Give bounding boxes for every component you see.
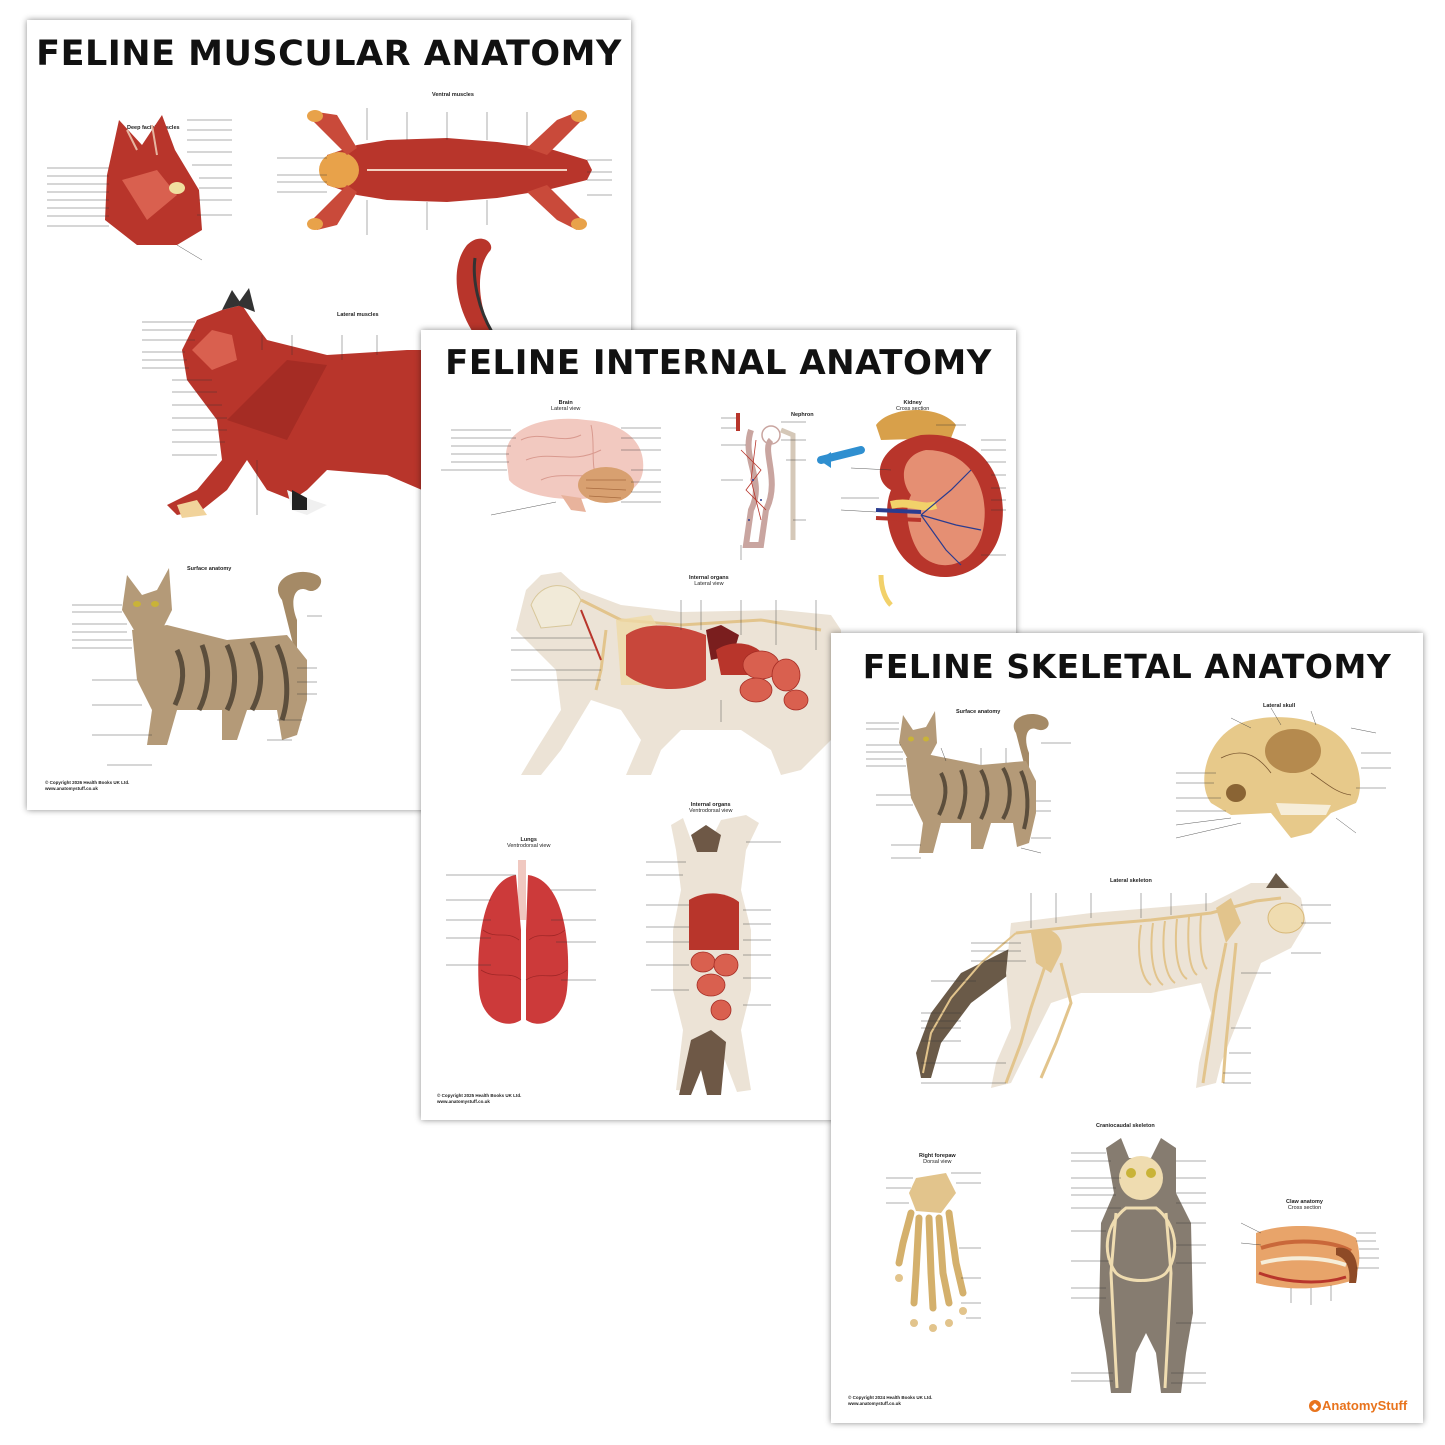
logo-mark-icon: ◆ bbox=[1309, 1400, 1321, 1412]
organs-ventro-sublabel: Ventrodorsal view bbox=[689, 808, 733, 814]
kidney-label: Kidney bbox=[903, 400, 922, 406]
organs-lateral-sublabel: Lateral view bbox=[694, 581, 724, 587]
forepaw-label: Right forepaw bbox=[919, 1153, 956, 1159]
copyright-block: © Copyright 2025 Health Books UK Ltd. ww… bbox=[437, 1093, 521, 1105]
copyright-text: © Copyright 2025 Health Books UK Ltd. bbox=[437, 1093, 522, 1098]
website-text: www.anatomystuff.co.uk bbox=[848, 1401, 901, 1406]
surface-anatomy-cat-illustration bbox=[866, 711, 1071, 859]
lungs-label: Lungs bbox=[520, 837, 537, 843]
claw-label: Claw anatomy bbox=[1286, 1199, 1323, 1205]
section-label-lateral-skull: Lateral skull bbox=[1263, 703, 1296, 709]
poster-title: FELINE INTERNAL ANATOMY bbox=[445, 343, 992, 383]
surface-anatomy-cat-illustration bbox=[72, 568, 322, 766]
section-label-forepaw: Right forepaw Dorsal view bbox=[919, 1153, 956, 1165]
lungs-illustration bbox=[446, 860, 596, 1024]
section-label-surface: Surface anatomy bbox=[956, 709, 1001, 715]
brain-label: Brain bbox=[558, 400, 573, 406]
anatomystuff-logo: ◆AnatomyStuff bbox=[1309, 1398, 1407, 1413]
nephron-illustration bbox=[721, 413, 806, 560]
copyright-text: © Copyright 2026 Health Books UK Ltd. bbox=[45, 780, 130, 785]
section-label-brain: Brain Lateral view bbox=[551, 400, 580, 412]
website-text: www.anatomystuff.co.uk bbox=[437, 1099, 490, 1104]
craniocaudal-skeleton-illustration bbox=[1071, 1138, 1206, 1393]
copyright-block: © Copyright 2026 Health Books UK Ltd. ww… bbox=[45, 780, 129, 792]
internal-organs-ventrodorsal-illustration bbox=[646, 815, 781, 1095]
copyright-text: © Copyright 2024 Health Books UK Ltd. bbox=[848, 1395, 933, 1400]
organs-ventro-label: Internal organs bbox=[690, 802, 731, 808]
forepaw-bones-illustration bbox=[886, 1172, 981, 1332]
brain-sublabel: Lateral view bbox=[551, 406, 581, 412]
section-label-nephron: Nephron bbox=[791, 412, 814, 418]
ventral-muscles-illustration bbox=[277, 108, 612, 235]
poster-skeletal: FELINE SKELETAL ANATOMY Surface anatomy … bbox=[831, 633, 1423, 1423]
poster-title: FELINE SKELETAL ANATOMY bbox=[862, 647, 1392, 686]
internal-organs-lateral-illustration bbox=[511, 572, 841, 775]
copyright-block: © Copyright 2024 Health Books UK Ltd. ww… bbox=[848, 1395, 932, 1407]
deep-facial-muscles-illustration bbox=[47, 115, 232, 261]
claw-sublabel: Cross section bbox=[1287, 1205, 1322, 1211]
lateral-muscles-illustration bbox=[142, 238, 497, 518]
lungs-sublabel: Ventrodorsal view bbox=[507, 843, 551, 849]
kidney-cross-section-illustration bbox=[817, 410, 1006, 607]
section-label-organs-ventro: Internal organs Ventrodorsal view bbox=[689, 802, 732, 814]
poster-title: FELINE MUSCULAR ANATOMY bbox=[36, 34, 622, 74]
section-label-lungs: Lungs Ventrodorsal view bbox=[507, 837, 550, 849]
section-label-craniocaudal: Craniocaudal skeleton bbox=[1096, 1123, 1155, 1129]
section-label-organs-lateral: Internal organs Lateral view bbox=[689, 575, 729, 587]
section-label-surface: Surface anatomy bbox=[187, 566, 232, 572]
logo-text: AnatomyStuff bbox=[1322, 1398, 1408, 1413]
organs-lateral-label: Internal organs bbox=[689, 575, 729, 581]
section-label-kidney: Kidney Cross section bbox=[896, 400, 929, 412]
section-label-claw: Claw anatomy Cross section bbox=[1286, 1199, 1323, 1211]
lateral-skeleton-illustration bbox=[916, 873, 1331, 1088]
website-text: www.anatomystuff.co.uk bbox=[45, 786, 98, 791]
brain-illustration bbox=[441, 418, 661, 516]
forepaw-sublabel: Dorsal view bbox=[923, 1159, 952, 1165]
claw-anatomy-illustration bbox=[1240, 1222, 1379, 1305]
section-label-lateral: Lateral muscles bbox=[337, 312, 379, 318]
kidney-sublabel: Cross section bbox=[896, 406, 930, 412]
section-label-ventral: Ventral muscles bbox=[432, 92, 474, 98]
lateral-skull-illustration bbox=[1175, 707, 1391, 839]
section-label-lateral-skeleton: Lateral skeleton bbox=[1110, 878, 1152, 884]
